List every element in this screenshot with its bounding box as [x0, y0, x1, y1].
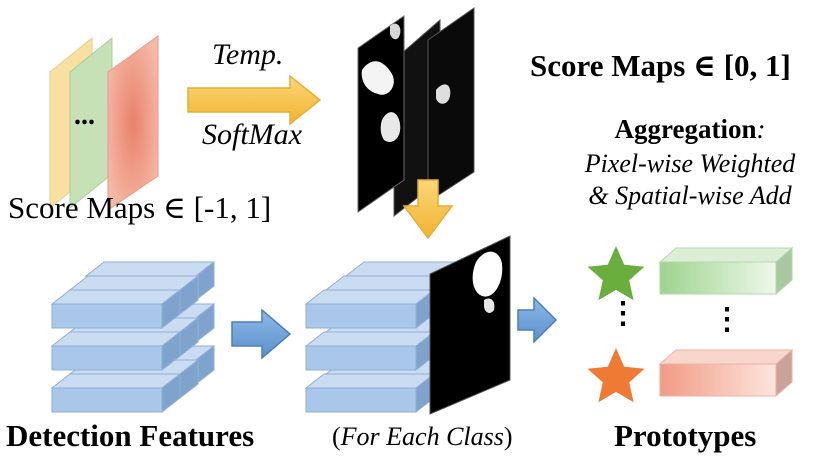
- down-arrow-icon: [402, 179, 454, 240]
- score-map-binary-back1: [427, 7, 475, 203]
- per-class-features: [305, 235, 511, 415]
- star-icon: [587, 246, 645, 301]
- unit-score-maps: [357, 7, 509, 218]
- detection-features-cube: [51, 261, 215, 413]
- mask-blob: [472, 251, 503, 297]
- feature-slab: [305, 331, 435, 371]
- bars-ellipsis: ⋮: [712, 303, 742, 336]
- feature-slab: [305, 373, 435, 413]
- right-arrow-icon: [187, 74, 322, 126]
- mask-blob: [436, 84, 451, 104]
- mask-blob: [361, 61, 394, 95]
- aggregation-title: Aggregation: [614, 114, 757, 144]
- mask-blob: [481, 30, 509, 61]
- signed-score-maps: [49, 35, 159, 211]
- temp-label: Temp.: [212, 38, 284, 71]
- mask-blob: [484, 298, 495, 313]
- aggregation-block: Aggregation: Pixel-wise Weighted & Spati…: [560, 114, 820, 211]
- mask-blob: [390, 23, 401, 40]
- score-map-binary-front: [357, 15, 405, 213]
- score-maps-unit-label: Score Maps ∈ [0, 1]: [530, 48, 791, 83]
- prototype-bar-green: [658, 246, 794, 296]
- stars-ellipsis: ⋮: [608, 297, 638, 330]
- feature-slab: [51, 373, 181, 413]
- aggregation-line1: Pixel-wise Weighted: [584, 149, 796, 178]
- for-each-class-label: (For Each Class): [332, 422, 513, 452]
- detection-features-label: Detection Features: [6, 418, 255, 453]
- prototypes-label: Prototypes: [614, 418, 757, 453]
- feature-slab: [51, 289, 181, 329]
- right-arrow-icon: [517, 296, 558, 344]
- prototypes-group: [587, 246, 794, 403]
- score-maps-signed-label: Score Maps ∈ [-1, 1]: [8, 190, 272, 225]
- paren-open: (: [332, 422, 341, 451]
- maps-ellipsis: ...: [74, 100, 95, 131]
- score-map-red: [107, 35, 159, 211]
- feature-slab: [51, 331, 181, 371]
- aggregation-heading: Aggregation:: [560, 114, 820, 145]
- mask-blob: [380, 112, 401, 143]
- for-each-class-text: For Each Class: [340, 422, 504, 451]
- right-arrow-icon: [231, 308, 292, 360]
- aggregation-line2: & Spatial-wise Add: [588, 181, 792, 210]
- paren-close: ): [503, 422, 513, 451]
- softmax-label: SoftMax: [202, 118, 302, 151]
- star-icon: [587, 348, 645, 403]
- aggregation-colon: :: [756, 114, 766, 144]
- prototype-bar-red: [658, 348, 794, 398]
- feature-slab: [305, 289, 435, 329]
